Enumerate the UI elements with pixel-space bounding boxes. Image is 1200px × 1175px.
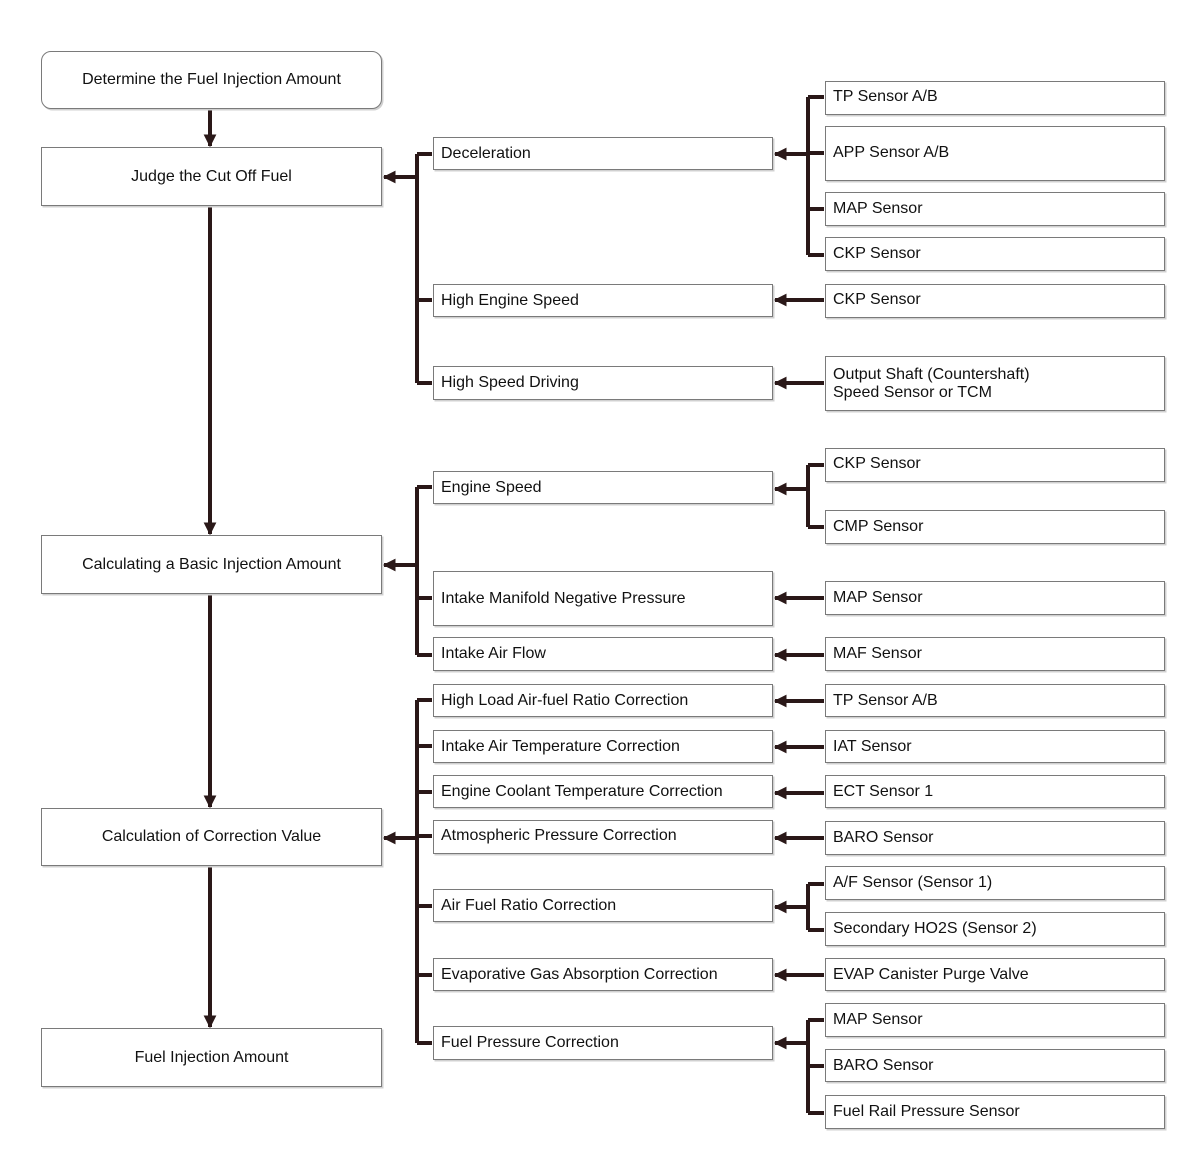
- step-result: Fuel Injection Amount: [41, 1028, 382, 1087]
- correction-high-load: High Load Air-fuel Ratio Correction: [433, 684, 773, 717]
- step-basic-injection: Calculating a Basic Injection Amount: [41, 535, 382, 594]
- sensor-map-basic: MAP Sensor: [825, 581, 1165, 615]
- correction-fuel-pressure: Fuel Pressure Correction: [433, 1026, 773, 1060]
- sensor-maf: MAF Sensor: [825, 637, 1165, 671]
- input-manifold-pressure: Intake Manifold Negative Pressure: [433, 571, 773, 626]
- condition-high-speed-driving: High Speed Driving: [433, 366, 773, 400]
- step-correction: Calculation of Correction Value: [41, 808, 382, 866]
- input-engine-speed: Engine Speed: [433, 471, 773, 504]
- sensor-ckp-engine-speed: CKP Sensor: [825, 448, 1165, 482]
- sensor-output-shaft-line1: Output Shaft (Countershaft): [833, 365, 1030, 383]
- condition-high-engine-speed: High Engine Speed: [433, 284, 773, 317]
- input-air-flow: Intake Air Flow: [433, 637, 773, 671]
- sensor-baro-fuel-pressure: BARO Sensor: [825, 1049, 1165, 1082]
- sensor-af: A/F Sensor (Sensor 1): [825, 866, 1165, 900]
- sensor-fuel-rail: Fuel Rail Pressure Sensor: [825, 1095, 1165, 1129]
- step-determine: Determine the Fuel Injection Amount: [41, 51, 382, 109]
- sensor-map-fuel-pressure: MAP Sensor: [825, 1003, 1165, 1037]
- correction-coolant-temp: Engine Coolant Temperature Correction: [433, 775, 773, 808]
- sensor-tp-high-load: TP Sensor A/B: [825, 684, 1165, 717]
- sensor-output-shaft: Output Shaft (Countershaft) Speed Sensor…: [825, 356, 1165, 411]
- sensor-app: APP Sensor A/B: [825, 126, 1165, 181]
- step-judge-cut-off: Judge the Cut Off Fuel: [41, 147, 382, 206]
- sensor-ckp: CKP Sensor: [825, 237, 1165, 271]
- correction-air-fuel: Air Fuel Ratio Correction: [433, 889, 773, 922]
- sensor-ckp-high-engine-speed: CKP Sensor: [825, 284, 1165, 318]
- sensor-baro: BARO Sensor: [825, 821, 1165, 855]
- sensor-cmp: CMP Sensor: [825, 510, 1165, 544]
- sensor-ho2s: Secondary HO2S (Sensor 2): [825, 912, 1165, 946]
- sensor-output-shaft-line2: Speed Sensor or TCM: [833, 383, 992, 401]
- sensor-evap: EVAP Canister Purge Valve: [825, 958, 1165, 991]
- sensor-iat: IAT Sensor: [825, 730, 1165, 763]
- sensor-map: MAP Sensor: [825, 192, 1165, 226]
- correction-evaporative: Evaporative Gas Absorption Correction: [433, 958, 773, 991]
- sensor-ect: ECT Sensor 1: [825, 775, 1165, 808]
- correction-atmospheric: Atmospheric Pressure Correction: [433, 820, 773, 854]
- correction-intake-temp: Intake Air Temperature Correction: [433, 730, 773, 763]
- condition-deceleration: Deceleration: [433, 137, 773, 170]
- sensor-tp: TP Sensor A/B: [825, 81, 1165, 115]
